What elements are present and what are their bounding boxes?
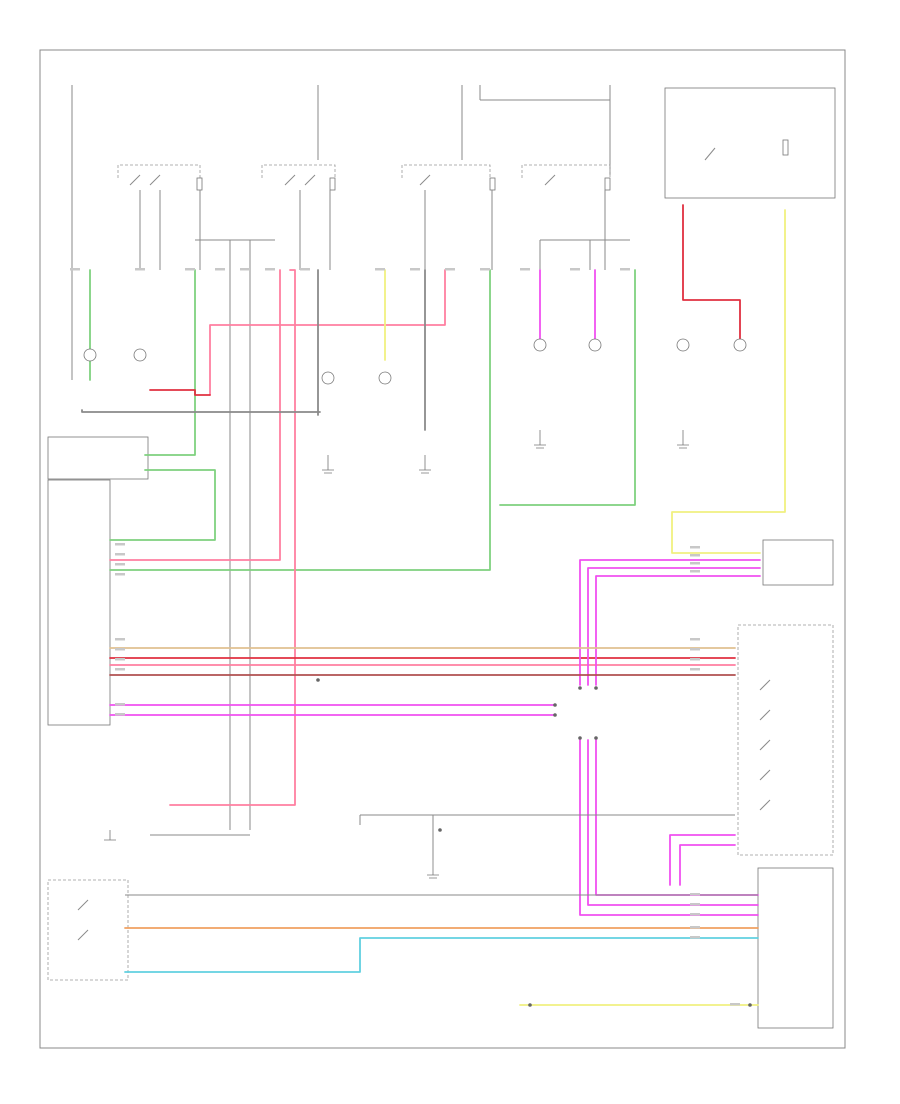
connector-mark (445, 268, 455, 271)
switch-contacts (77, 147, 771, 941)
connector-mark (520, 268, 530, 271)
wire (579, 559, 761, 686)
wire (595, 739, 759, 896)
connector-mark (620, 268, 630, 271)
connector-mark (690, 926, 700, 929)
wire (209, 269, 446, 396)
wire (149, 389, 211, 396)
connector-mark (375, 268, 385, 271)
pink-wires (109, 269, 736, 806)
connector-mark (690, 546, 700, 549)
switch-module-right (737, 624, 834, 856)
green-wires (89, 269, 636, 571)
magenta-wires (109, 269, 761, 916)
connector-mark (185, 268, 195, 271)
connector-mark (480, 268, 490, 271)
connector-mark (215, 268, 225, 271)
connector-mark (690, 893, 700, 896)
connector-mark (690, 570, 700, 573)
wire (579, 739, 759, 916)
connector-mark (115, 563, 125, 566)
connector-mark (690, 668, 700, 671)
connector-mark (115, 543, 125, 546)
wire (587, 739, 759, 906)
wire (109, 269, 491, 571)
connector-mark (690, 638, 700, 641)
connector-mark (300, 268, 310, 271)
wire (587, 567, 761, 686)
connector-mark (265, 268, 275, 271)
wire (669, 834, 736, 886)
control-module-left (47, 479, 111, 726)
connector-mark (115, 553, 125, 556)
connector-mark (690, 903, 700, 906)
misc-wires (109, 647, 759, 973)
connector-mark (115, 638, 125, 641)
connector-mark (115, 573, 125, 576)
connector-mark (690, 648, 700, 651)
connector-mark (690, 658, 700, 661)
wire (499, 269, 636, 506)
junctions (316, 678, 752, 1007)
grounds (104, 430, 689, 879)
wire (169, 269, 296, 806)
lamps (83, 338, 747, 385)
wire (109, 469, 216, 541)
diagram-border (39, 49, 846, 1049)
power-feeds (71, 85, 611, 380)
connector-marks (70, 268, 740, 1006)
yellow-wires (384, 209, 786, 1006)
connector-mark (115, 668, 125, 671)
wire (109, 269, 281, 561)
module-right-lower (757, 867, 834, 1029)
connector-mark (410, 268, 420, 271)
connector-mark (70, 268, 80, 271)
connector-mark (135, 268, 145, 271)
gray-wires (81, 269, 735, 860)
connector-mark (730, 1003, 740, 1006)
connector-mark (115, 648, 125, 651)
wire (144, 269, 196, 456)
relay-boxes (47, 87, 836, 1029)
connector-mark (690, 913, 700, 916)
wire (124, 937, 759, 973)
connector-mark (690, 554, 700, 557)
relay-outputs (139, 190, 630, 830)
connector-mark (115, 703, 125, 706)
wire (81, 409, 321, 413)
wire (679, 844, 736, 886)
top-right-module (664, 87, 836, 199)
connector-mark (115, 713, 125, 716)
wire (671, 209, 786, 554)
relay-module (47, 436, 149, 480)
headlamp-switch-box (47, 879, 129, 981)
connector-mark (115, 658, 125, 661)
connector-mark (570, 268, 580, 271)
wire (595, 575, 761, 686)
connector-mark (240, 268, 250, 271)
module-right-upper (762, 539, 834, 586)
wire (682, 204, 741, 341)
connector-mark (690, 562, 700, 565)
red-wires (109, 204, 741, 659)
connector-mark (690, 936, 700, 939)
